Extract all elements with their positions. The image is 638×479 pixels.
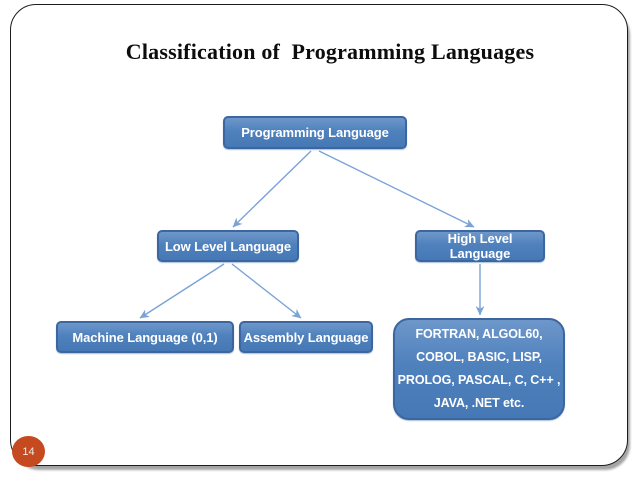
- slide-title: Classification of Programming Languages: [125, 39, 535, 64]
- connector-root-to-low: [232, 150, 312, 228]
- connector-low-to-assembly: [231, 263, 302, 319]
- node-assembly-language: Assembly Language: [239, 321, 373, 353]
- node-high-level-examples: FORTRAN, ALGOL60, COBOL, BASIC, LISP, PR…: [393, 318, 565, 420]
- page-number: 14: [22, 445, 35, 458]
- slide-frame: Classification of Programming Languages …: [10, 4, 628, 466]
- connector-low-to-machine: [139, 263, 225, 319]
- examples-line: FORTRAN, ALGOL60,: [415, 327, 543, 341]
- examples-line: COBOL, BASIC, LISP,: [416, 350, 542, 364]
- node-high-level-language: High Level Language: [415, 230, 545, 262]
- node-machine-language: Machine Language (0,1): [56, 321, 234, 353]
- node-low-level-language: Low Level Language: [157, 230, 299, 262]
- examples-line: JAVA, .NET etc.: [433, 396, 525, 410]
- page-number-badge: 14: [12, 436, 45, 467]
- node-programming-language: Programming Language: [223, 116, 407, 149]
- examples-line: PROLOG, PASCAL, C, C++ ,: [397, 373, 561, 387]
- connector-root-to-high: [318, 150, 475, 228]
